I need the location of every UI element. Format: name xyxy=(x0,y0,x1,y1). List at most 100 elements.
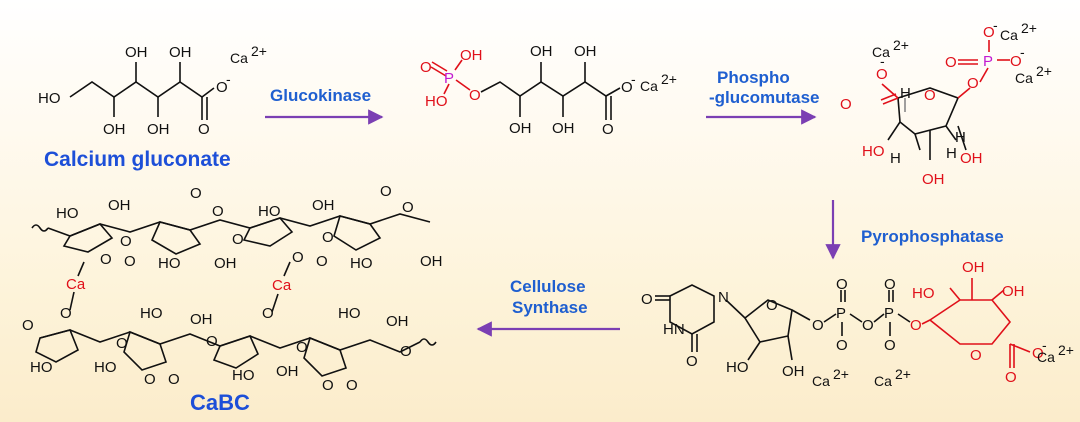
atom-label: O xyxy=(296,339,308,356)
atom-label: O xyxy=(983,24,995,41)
enzyme-phosphoglucomutase-line2: -glucomutase xyxy=(709,88,820,107)
atom-label: OH xyxy=(276,363,299,380)
atom-label: OH xyxy=(460,47,483,64)
atom-label: O xyxy=(206,333,218,350)
charge-label: 2+ xyxy=(1036,63,1052,79)
charge-label: - xyxy=(226,71,231,87)
charge-label: 2+ xyxy=(1058,342,1074,358)
atom-label: OH xyxy=(214,255,237,272)
atom-label: O xyxy=(469,87,481,104)
title-cabc: CaBC xyxy=(190,390,250,415)
enzyme-phosphoglucomutase-line1: Phospho xyxy=(717,68,790,87)
atom-label: O xyxy=(876,66,888,83)
atom-label: HO xyxy=(38,90,61,107)
atom-label: HO xyxy=(56,205,79,222)
atom-label: O xyxy=(945,54,957,71)
atom-label: O xyxy=(190,185,202,202)
atom-label: O xyxy=(380,183,392,200)
atom-label: O xyxy=(1005,369,1017,386)
calcium-label: Ca xyxy=(230,50,248,66)
calcium-bridge-label: Ca xyxy=(66,276,86,293)
cabc-upper-chain: HO OH O HO OH O HO OH O HO OH O O O O O … xyxy=(31,183,443,272)
atom-label: P xyxy=(983,53,993,70)
atom-label: OH xyxy=(386,313,409,330)
atom-label: OH xyxy=(960,150,983,167)
atom-label: O xyxy=(316,253,328,270)
atom-label: O xyxy=(212,203,224,220)
atom-label: OH xyxy=(190,311,213,328)
charge-label: 2+ xyxy=(833,366,849,382)
title-calcium-gluconate: Calcium gluconate xyxy=(44,148,231,171)
atom-label: O xyxy=(812,317,824,334)
charge-label: 2+ xyxy=(895,366,911,382)
atom-label: O xyxy=(144,371,156,388)
charge-label: 2+ xyxy=(1021,20,1037,36)
charge-label: 2+ xyxy=(251,43,267,59)
atom-label: H xyxy=(900,85,911,102)
atom-label: O xyxy=(967,75,979,92)
atom-label: O xyxy=(862,317,874,334)
calcium-label: Ca xyxy=(640,78,658,94)
atom-label: OH xyxy=(552,120,575,137)
atom-label: OH xyxy=(169,44,192,61)
atom-label: OH xyxy=(125,44,148,61)
atom-label: HO xyxy=(862,143,885,160)
enzyme-cellulose-synthase-line2: Synthase xyxy=(512,298,588,317)
atom-label: O xyxy=(322,229,334,246)
atom-label: HO xyxy=(232,367,255,384)
atom-label: OH xyxy=(962,259,985,276)
atom-label: O xyxy=(836,337,848,354)
atom-label: O xyxy=(836,276,848,293)
gluconate-phosphate-structure: O P OH HO O OH OH OH OH O O - Ca 2+ xyxy=(420,43,677,138)
atom-label: HO xyxy=(140,305,163,322)
atom-label: O xyxy=(884,276,896,293)
charge-label: 2+ xyxy=(661,71,677,87)
atom-label: OH xyxy=(420,253,443,270)
atom-label: O xyxy=(420,59,432,76)
calcium-label: Ca xyxy=(1000,27,1018,43)
atom-label: O xyxy=(216,79,228,96)
atom-label: O xyxy=(840,96,852,113)
atom-label: O xyxy=(322,377,334,394)
atom-label: HO xyxy=(425,93,448,110)
atom-label: O xyxy=(232,231,244,248)
cabc-lower-chain: O HO O HO O HO OH O O O HO O OH O HO OH … xyxy=(22,305,437,394)
charge-label: - xyxy=(631,71,636,87)
atom-label: HN xyxy=(663,321,685,338)
atom-label: O xyxy=(686,353,698,370)
atom-label: P xyxy=(884,305,894,322)
atom-label: HO xyxy=(258,203,281,220)
enzyme-glucokinase: Glucokinase xyxy=(270,86,371,105)
charge-label: - xyxy=(880,53,885,69)
atom-label: HO xyxy=(30,359,53,376)
atom-label: HO xyxy=(350,255,373,272)
atom-label: O xyxy=(346,377,358,394)
calcium-bridges: Ca Ca xyxy=(66,261,292,313)
atom-label: O xyxy=(602,121,614,138)
atom-label: O xyxy=(262,305,274,322)
calcium-label: Ca xyxy=(874,373,892,389)
atom-label: O xyxy=(1010,53,1022,70)
atom-label: O xyxy=(641,291,653,308)
atom-label: O xyxy=(402,199,414,216)
charge-label: - xyxy=(993,17,998,33)
atom-label: OH xyxy=(574,43,597,60)
enzyme-pyrophosphatase: Pyrophosphatase xyxy=(861,227,1004,246)
atom-label: OH xyxy=(103,121,126,138)
glucuronate-1-phosphate-structure: Ca 2+ O - O O O P O - Ca 2+ O O - Ca 2+ … xyxy=(840,17,1052,188)
atom-label: HO xyxy=(94,359,117,376)
atom-label: O xyxy=(22,317,34,334)
enzyme-cellulose-synthase-line1: Cellulose xyxy=(510,277,586,296)
atom-label: HO xyxy=(726,359,749,376)
atom-label: O xyxy=(1032,345,1044,362)
atom-label: O xyxy=(400,343,412,360)
atom-label: P xyxy=(836,305,846,322)
atom-label: HO xyxy=(158,255,181,272)
calcium-bridge-label: Ca xyxy=(272,277,292,294)
atom-label: H xyxy=(890,150,901,167)
atom-label: O xyxy=(884,337,896,354)
atom-label: O xyxy=(621,79,633,96)
charge-label: 2+ xyxy=(893,37,909,53)
